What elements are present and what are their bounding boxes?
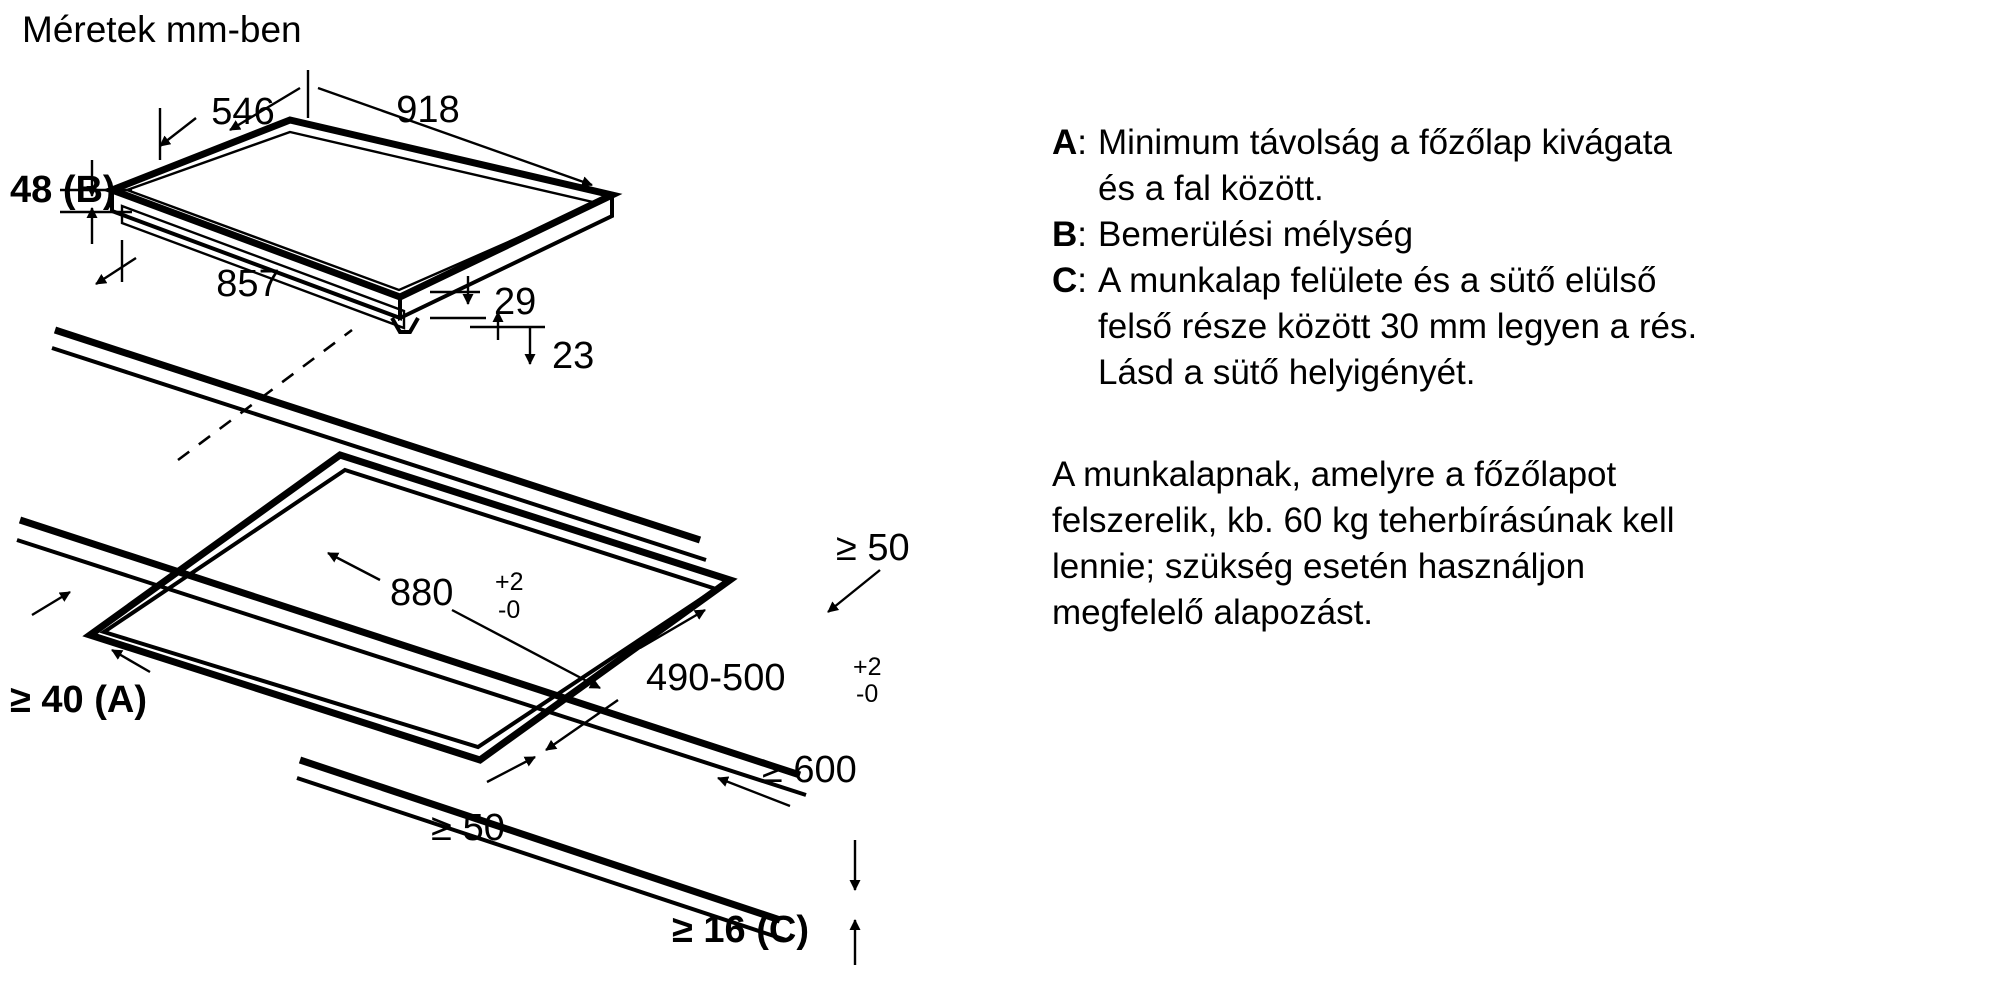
label-48-B: 48 (B) (10, 169, 116, 211)
clearance-rear-50: ≥ 50 (827, 527, 910, 613)
technical-drawing: 918 546 48 (B) 857 29 (10, 70, 910, 965)
dimension-857: 857 (95, 240, 280, 305)
label-546: 546 (211, 91, 274, 133)
dimension-29: 29 (430, 276, 536, 323)
label-918: 918 (396, 89, 459, 131)
legend-key-b: B (1052, 215, 1078, 254)
label-worktop-thickness: ≥ 16 (C) (672, 909, 809, 951)
label-880-tol-minus: -0 (498, 596, 520, 624)
label-23: 23 (552, 335, 594, 377)
label-clearance-front: ≥ 50 (431, 807, 505, 849)
dimension-546: 546 (158, 91, 275, 160)
page-title: Méretek mm-ben (22, 9, 302, 50)
label-clearance-rear: ≥ 50 (836, 527, 910, 569)
label-29: 29 (494, 281, 536, 323)
clearance-front-50: ≥ 50 (431, 755, 536, 849)
hob-body (102, 116, 623, 334)
label-clearance-side: ≥ 40 (A) (10, 679, 147, 721)
label-490-500-tol-minus: -0 (856, 680, 878, 708)
legend-key-c: C (1052, 261, 1078, 300)
clearance-worktop-thickness-16-C: ≥ 16 (C) (672, 840, 861, 965)
legend-text-a: Minimum távolság a főzőlap kivágata és a… (1098, 120, 1982, 212)
legend-text-b: Bemerülési mélység (1098, 212, 1982, 258)
dimension-48-B: 48 (B) (10, 160, 132, 244)
legend-key-a: A (1052, 123, 1078, 162)
legend-colon-a: : (1077, 123, 1088, 162)
label-490-500: 490-500 (646, 657, 785, 699)
legend-colon-c: : (1077, 261, 1088, 300)
description-column: A : Minimum távolság a főzőlap kivágata … (1052, 120, 1982, 636)
note-line-3: lennie; szükség esetén használjon (1052, 547, 1586, 586)
label-880: 880 (390, 572, 453, 614)
note-line-4: megfelelő alapozást. (1052, 593, 1374, 632)
note-line-1: A munkalapnak, amelyre a főzőlapot (1052, 455, 1617, 494)
legend-text-c: A munkalap felülete és a sütő elülső fel… (1098, 258, 1982, 396)
label-490-500-tol-plus: +2 (853, 653, 882, 681)
label-880-tol-plus: +2 (495, 568, 524, 596)
dimension-880: 880 +2 -0 (327, 551, 601, 690)
clearance-worktop-depth-600: ≥ 600 (717, 749, 857, 808)
worktop (16, 326, 807, 942)
legend-text-c-line-1: A munkalap felülete és a sütő elülső (1098, 261, 1657, 300)
load-capacity-note: A munkalapnak, amelyre a főzőlapot felsz… (1052, 452, 1982, 636)
legend-item-c: C : A munkalap felülete és a sütő elülső… (1052, 258, 1982, 396)
note-line-2: felszerelik, kb. 60 kg teherbírásúnak ke… (1052, 501, 1675, 540)
dimension-23: 23 (470, 311, 594, 377)
label-worktop-depth: ≥ 600 (762, 749, 857, 791)
legend-text-c-line-3: Lásd a sütő helyigényét. (1098, 353, 1476, 392)
dimension-490-500: 490-500 +2 -0 (545, 608, 882, 751)
legend-text-a-line-1: Minimum távolság a főzőlap kivágata (1098, 123, 1672, 162)
legend-colon-b: : (1077, 215, 1088, 254)
legend-text-c-line-2: felső része között 30 mm legyen a rés. (1098, 307, 1698, 346)
clearance-side-40-A: ≥ 40 (A) (10, 590, 151, 721)
legend-item-b: B : Bemerülési mélység (1052, 212, 1982, 258)
text-spacer (1052, 396, 1982, 452)
legend-item-a: A : Minimum távolság a főzőlap kivágata … (1052, 120, 1982, 212)
alignment-dashed-line (177, 328, 353, 462)
label-857: 857 (216, 263, 279, 305)
legend-list: A : Minimum távolság a főzőlap kivágata … (1052, 120, 1982, 396)
legend-text-a-line-2: és a fal között. (1098, 169, 1324, 208)
legend-text-b-line-1: Bemerülési mélység (1098, 215, 1414, 254)
dimension-918: 918 (229, 70, 593, 187)
